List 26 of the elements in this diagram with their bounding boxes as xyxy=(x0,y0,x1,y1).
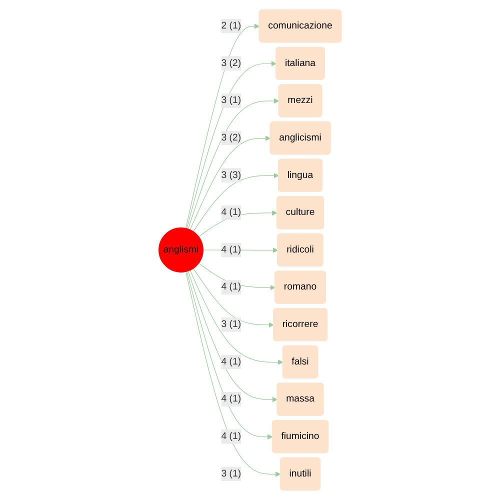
arrow xyxy=(192,268,274,328)
arrow xyxy=(188,98,280,230)
edge-label: 3 (2) xyxy=(221,132,241,143)
arrow xyxy=(192,172,279,232)
edge-label: 3 (1) xyxy=(221,319,241,330)
edge-label: 4 (1) xyxy=(221,282,241,292)
arrow xyxy=(190,270,284,365)
arrow xyxy=(188,270,278,402)
edge-label: 3 (1) xyxy=(221,468,241,479)
edge-label: 4 (1) xyxy=(221,356,241,367)
edge-label: 4 (1) xyxy=(221,244,241,255)
arrow xyxy=(198,262,276,290)
node-circle: anglismi xyxy=(158,228,204,272)
arrow xyxy=(185,271,281,477)
arrow xyxy=(186,271,273,440)
edge-label: 4 (1) xyxy=(221,431,241,442)
arrow xyxy=(190,136,270,230)
arrow xyxy=(198,210,278,238)
arrow xyxy=(185,24,260,229)
edge-label: 3 (3) xyxy=(221,170,241,180)
arrow xyxy=(186,61,276,229)
edge-label: 4 (1) xyxy=(221,394,241,404)
edge-label: 3 (1) xyxy=(221,95,241,106)
edge-label: 3 (2) xyxy=(221,58,241,68)
edge-label: 2 (1) xyxy=(221,20,241,31)
edge-label: 4 (1) xyxy=(221,207,241,218)
